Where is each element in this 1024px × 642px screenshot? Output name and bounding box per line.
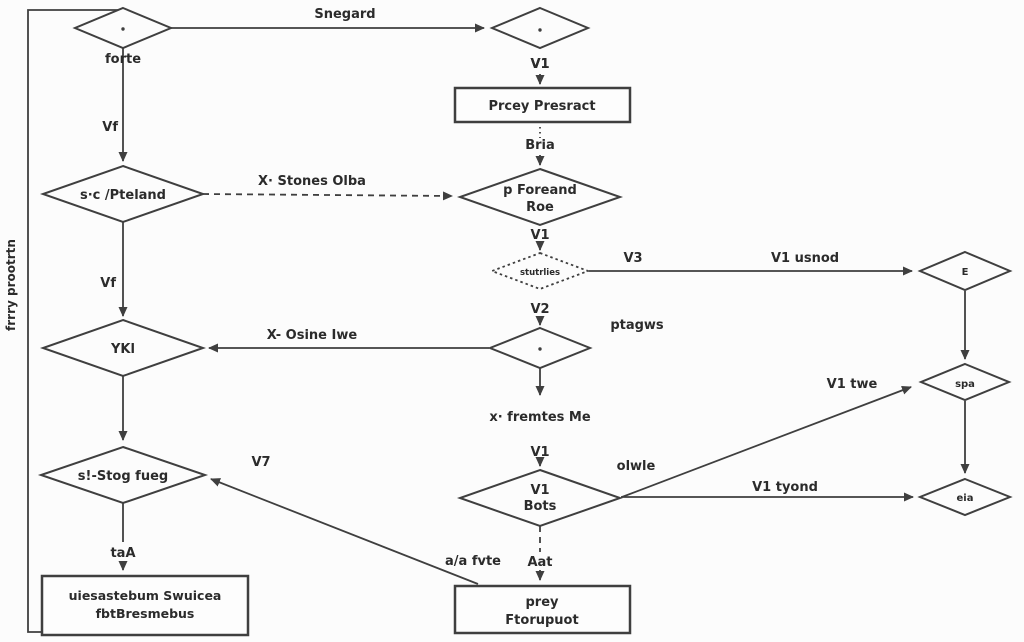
node-bots-line1: V1 xyxy=(530,483,549,498)
edge-label-aat: Aat xyxy=(527,555,552,570)
edge-label-stones: X· Stones Olba xyxy=(258,174,366,189)
edge-stones-dashed xyxy=(202,191,453,201)
edge-label-olwle: olwle xyxy=(617,459,656,474)
node-stog-diamond xyxy=(37,445,209,505)
edge-label-vf-1: Vf xyxy=(102,120,118,135)
edge-label-vf-2: Vf xyxy=(100,276,116,291)
node-eia-label: eia xyxy=(957,493,974,504)
edge-label-usnod: V1 usnod xyxy=(771,251,839,266)
node-uiesastebum-line2: fbtBresmebus xyxy=(96,606,195,621)
node-bots-line2: Bots xyxy=(524,499,557,514)
edge-label-v1-mid: V1 xyxy=(530,228,549,243)
node-e-diamond xyxy=(917,250,1013,292)
node-prey-presract-rect xyxy=(453,86,632,124)
edge-labels: Snegard Vf Bria X· Stones Olba V1 V3 V1 … xyxy=(4,7,878,570)
node-ftorupuot-line2: Ftorupuot xyxy=(505,613,578,628)
edge-twe-diagonal xyxy=(621,385,912,498)
edge-label-fremtes: x· fremtes Me xyxy=(489,410,591,425)
edge-label-bria: Bria xyxy=(525,138,555,153)
edge-label-v3: V3 xyxy=(623,251,642,266)
node-ykl-diamond xyxy=(39,318,207,378)
node-topright-diamond xyxy=(489,6,591,50)
edges xyxy=(27,9,970,633)
edge-label-taa: taA xyxy=(110,546,135,561)
edge-label-osine: X- Osine Iwe xyxy=(267,328,358,343)
node-spa-label: spa xyxy=(955,379,975,390)
edge-label-v1-top: V1 xyxy=(530,57,549,72)
node-pteland-label: s·c /Pteland xyxy=(80,188,166,203)
node-spa-diamond xyxy=(918,362,1012,402)
node-e-label: E xyxy=(962,267,969,278)
edge-label-loop: frrry prootrtn xyxy=(4,239,18,331)
node-stog-label: s!-Stog fueg xyxy=(78,469,168,484)
nodes: forte V1 Prcey Presract s·c /Pteland p F… xyxy=(37,6,1013,637)
edge-loop-back xyxy=(27,9,121,633)
node-uiesastebum-line1: uiesastebum Swuicea xyxy=(69,588,222,603)
node-uiesastebum-rect xyxy=(40,574,250,637)
node-foreand-line2: Roe xyxy=(526,200,554,215)
node-ykl-label: YKl xyxy=(110,342,135,357)
dot-icon xyxy=(538,28,542,32)
node-ftorupuot-line1: prey xyxy=(525,595,559,610)
edge-label-v7: V7 xyxy=(251,455,270,470)
edge-label-ptagws: ptagws xyxy=(610,318,664,333)
node-topright-caption: V1 xyxy=(530,57,549,72)
node-foreand-diamond xyxy=(456,167,624,227)
edge-label-tyond: V1 tyond xyxy=(752,480,818,495)
node-pteland-diamond xyxy=(39,164,207,224)
node-foreand-line1: p Foreand xyxy=(503,183,577,198)
edge-label-v1-low: V1 xyxy=(530,445,549,460)
node-prey-presract-label: Prcey Presract xyxy=(488,99,595,114)
node-start-caption: forte xyxy=(105,52,141,67)
edge-label-twe: V1 twe xyxy=(827,377,878,392)
edge-label-snegard: Snegard xyxy=(314,7,375,22)
dot-icon xyxy=(121,27,125,31)
node-stutrlies-diamond xyxy=(489,252,591,290)
edge-label-v2: V2 xyxy=(530,302,549,317)
node-bots-diamond xyxy=(456,468,624,528)
dot-icon xyxy=(538,347,542,351)
node-ftorupuot-rect xyxy=(453,584,632,635)
node-eia-diamond xyxy=(917,477,1013,517)
node-stutrlies-label: stutrlies xyxy=(520,268,560,278)
edge-v7-diagonal xyxy=(210,478,479,585)
edge-label-afvte: a/a fvte xyxy=(445,554,501,569)
